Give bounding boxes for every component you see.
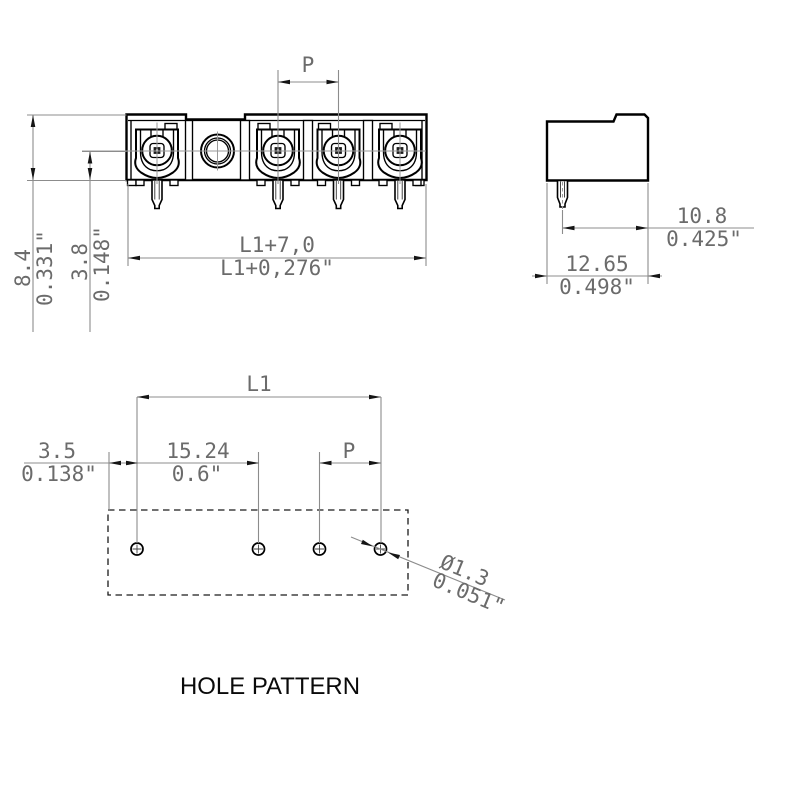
hole-pattern-first-pitch-mm: 15.24 (166, 439, 229, 463)
separator-wall (362, 119, 374, 181)
front-overall-width-mm: L1+7,0 (239, 233, 315, 257)
hole-pattern-length-label: L1 (246, 372, 271, 396)
front-pin-to-base-inch: 0.148" (90, 226, 114, 302)
housing-foot (126, 179, 137, 187)
hole-pattern-dimension-lines (24, 396, 506, 601)
drawing-title: HOLE PATTERN (180, 673, 360, 700)
side-body-outline (545, 113, 650, 182)
side-depth-inch: 0.498" (559, 275, 635, 299)
hole-pattern-pitch-label: P (343, 439, 356, 463)
solder-hole-3 (312, 542, 327, 556)
front-height-inch: 0.331" (33, 230, 57, 306)
pcb-outline-dashed (107, 509, 409, 596)
side-depth-mm: 12.65 (565, 252, 628, 276)
front-view (82, 113, 428, 210)
side-pin-inner-lines (560, 181, 565, 198)
solder-hole-1 (130, 542, 144, 556)
hole-pattern-edge-inch: 0.138" (21, 462, 97, 486)
hole-pattern-edge-mm: 3.5 (38, 439, 76, 463)
front-overall-width-inch: L1+0,276" (220, 256, 334, 280)
front-height-mm: 8.4 (11, 249, 35, 287)
front-pitch-label: P (302, 53, 315, 77)
hole-pattern-first-pitch-inch: 0.6" (172, 462, 223, 486)
front-dimension-lines (27, 70, 427, 332)
front-center-lines (82, 122, 426, 184)
front-pin-to-base-mm: 3.8 (68, 243, 92, 281)
separator-wall (184, 119, 194, 181)
side-pin (556, 179, 569, 208)
hole-pattern-view (107, 509, 409, 596)
side-view (545, 113, 650, 209)
separator-wall (302, 119, 314, 181)
side-dimension-lines (532, 183, 754, 284)
separator-wall (239, 119, 251, 181)
side-pin-to-front-mm: 10.8 (677, 204, 728, 228)
side-pin-to-front-inch: 0.425" (666, 227, 742, 251)
solder-hole-2 (251, 542, 266, 556)
